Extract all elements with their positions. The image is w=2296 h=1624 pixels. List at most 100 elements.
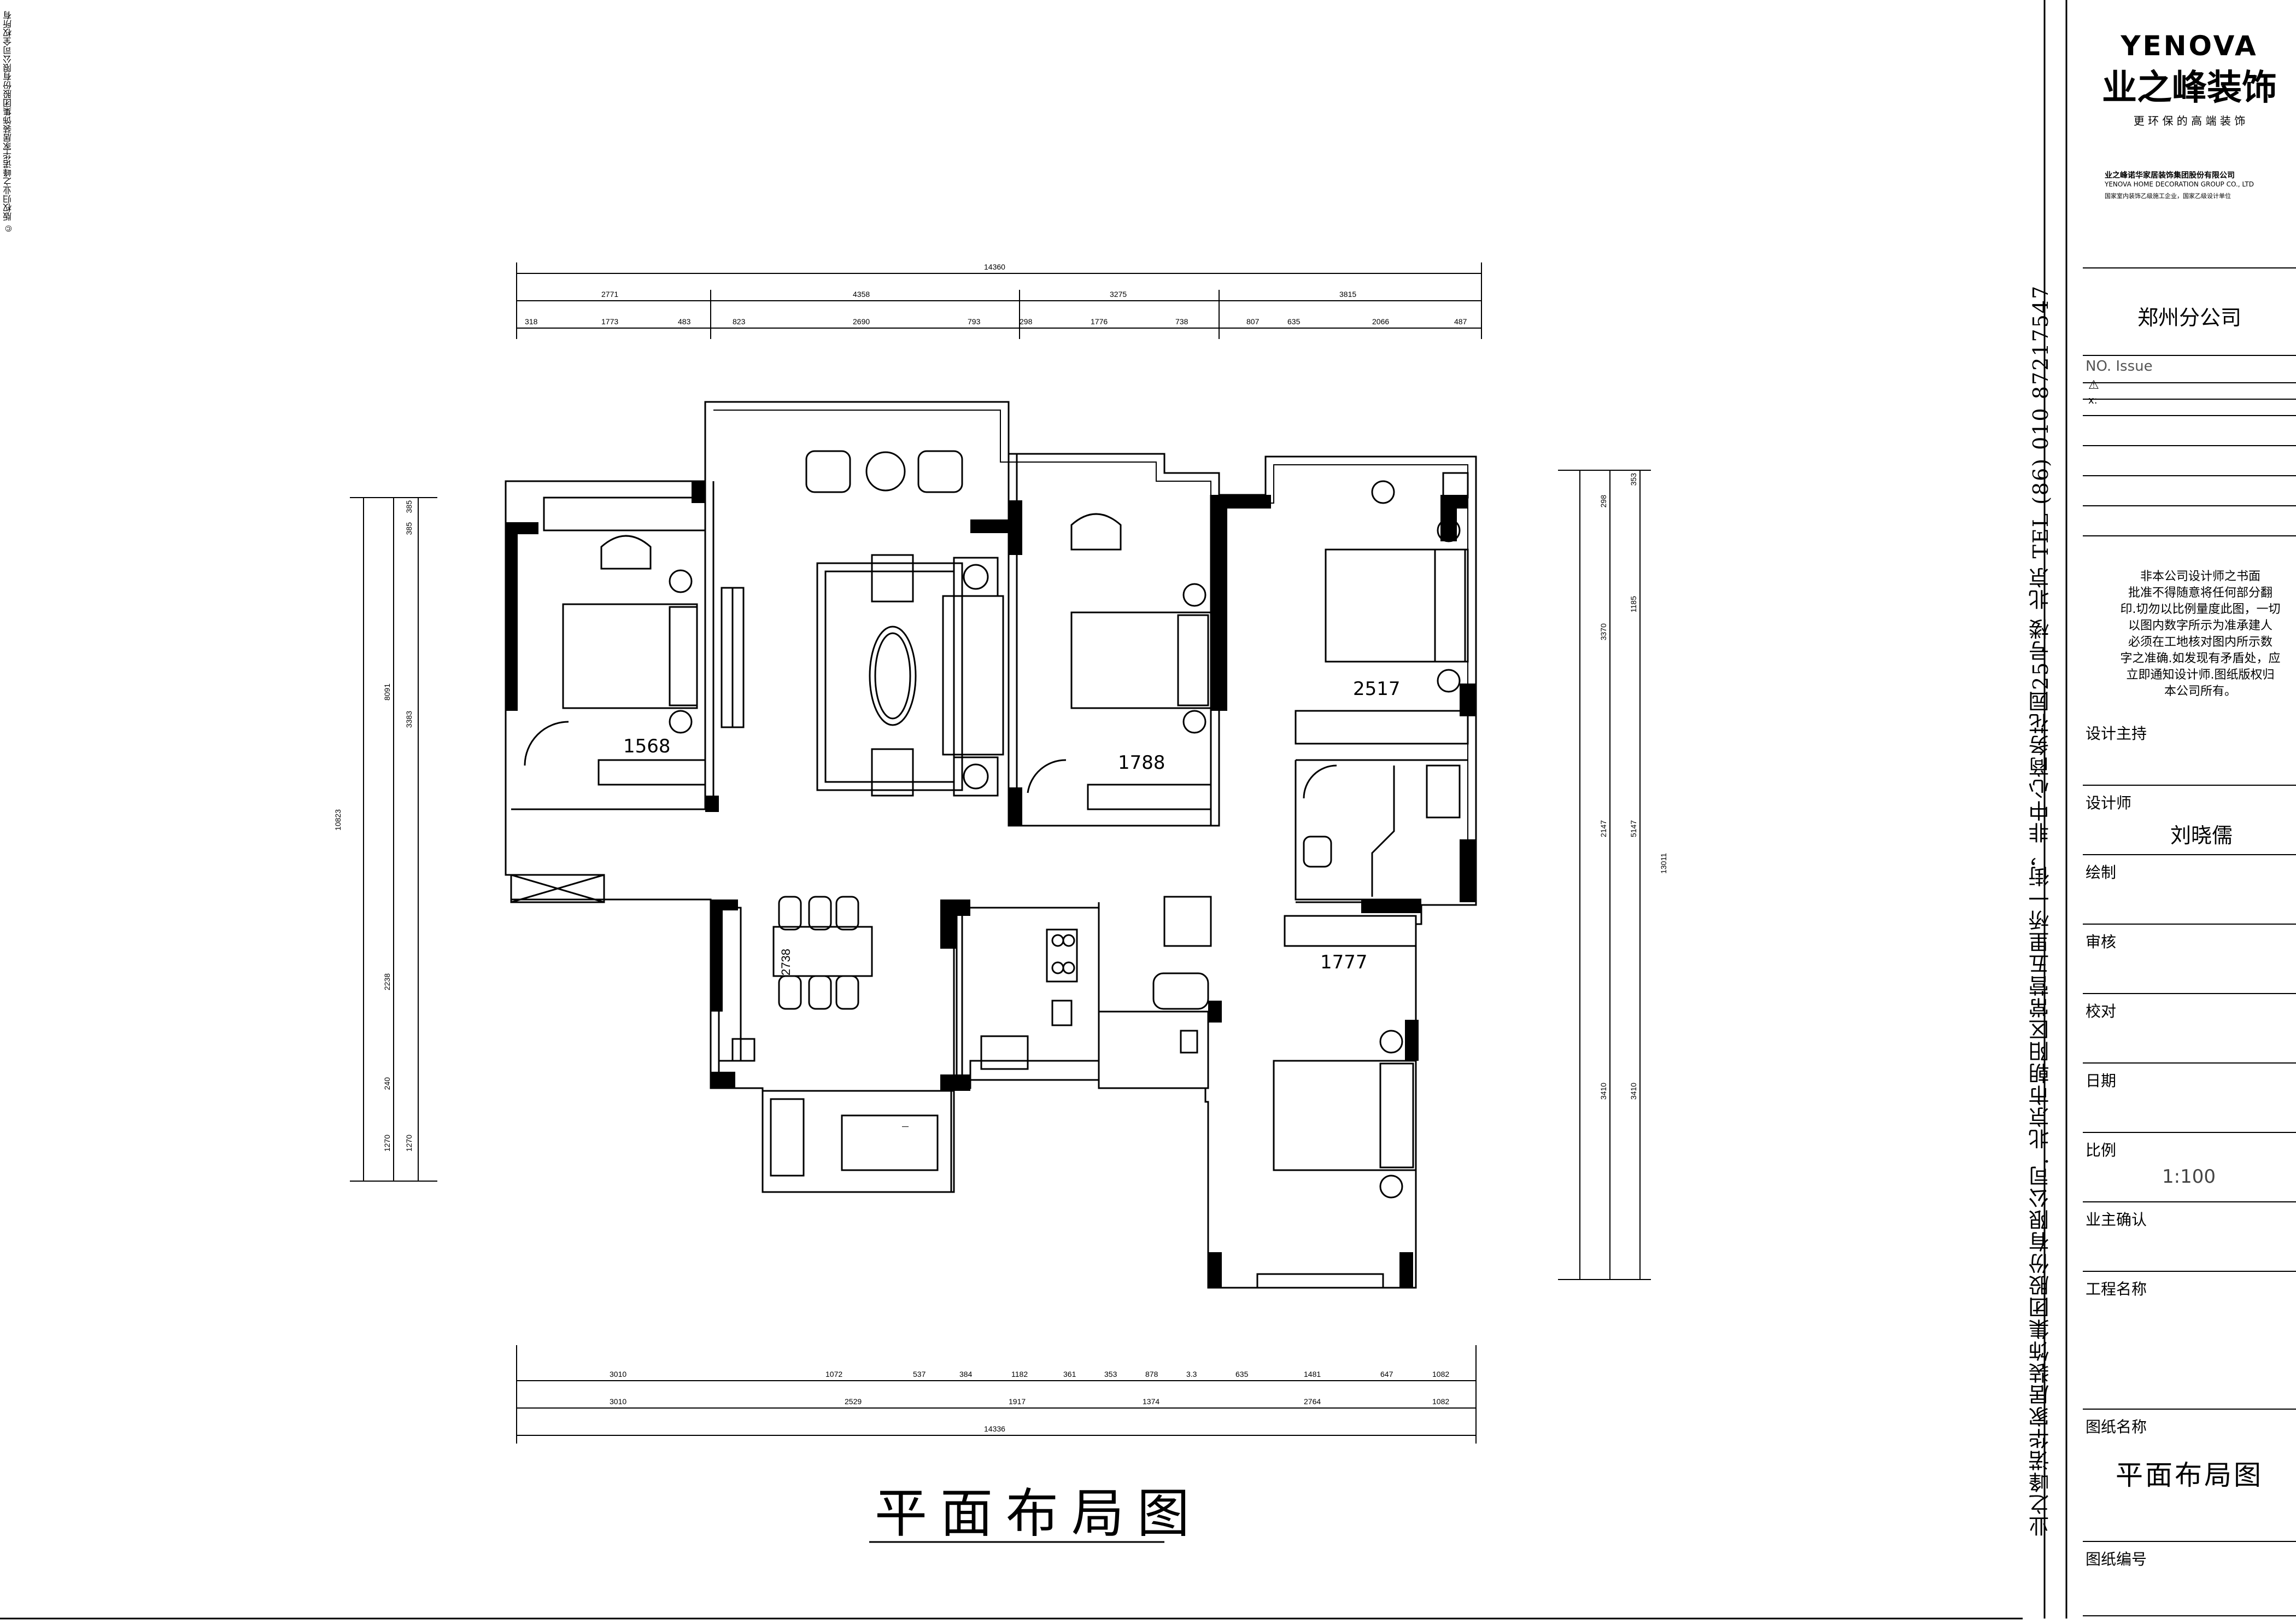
dim-bottom-2: 1917 xyxy=(1009,1397,1026,1406)
dim-top-detail: 807 xyxy=(1246,317,1260,326)
dim-right-mid: 1185 xyxy=(1629,596,1638,613)
field-label: 业主确认 xyxy=(2086,1211,2147,1229)
room-label: 1568 xyxy=(623,735,671,757)
dim-top-mid-3: 3275 xyxy=(1110,290,1127,299)
company-address: 业之峰诺华家居装饰集团股份有限公司. 北京市朝阳区常营五里桥一街，非中心商务花园… xyxy=(2029,284,2053,1537)
dim-bottom-1: 537 xyxy=(913,1370,926,1378)
dim-bottom-1: 1182 xyxy=(1011,1370,1028,1378)
dim-top-detail: 487 xyxy=(1454,317,1467,326)
title-block-fields: 设计主持 设计师 刘晓儒 绘制 审核 校对 日期 比例 1:100 业主确认 工… xyxy=(2083,716,2296,1613)
note-line: 本公司所有。 xyxy=(2164,685,2236,698)
field-design-lead: 设计主持 xyxy=(2083,716,2296,786)
room-label: 1777 xyxy=(1320,951,1368,973)
field-label: 工程名称 xyxy=(2086,1280,2147,1298)
field-value: 平面布局图 xyxy=(2116,1459,2263,1491)
field-drawing-number: 图纸编号 xyxy=(2083,1542,2296,1613)
dim-top-mid-1: 2771 xyxy=(601,290,619,299)
dim-right-detail: 3410 xyxy=(1629,1083,1638,1100)
dim-left-mid: 2238 xyxy=(383,973,391,991)
dim-bottom-total: 14336 xyxy=(984,1424,1005,1433)
dim-left-mid: 8091 xyxy=(383,684,391,701)
room-label: 2517 xyxy=(1353,678,1401,700)
dim-bottom-1: 1072 xyxy=(825,1370,843,1378)
room-label: 1788 xyxy=(1118,752,1165,774)
note-line: 批准不得随意将任何部分翻 xyxy=(2128,586,2272,600)
dim-left-detail: 385 xyxy=(405,522,413,535)
field-label: 图纸名称 xyxy=(2086,1418,2147,1436)
dim-top-detail: 298 xyxy=(1020,317,1033,326)
field-label: 设计师 xyxy=(2086,794,2132,812)
dim-bottom-1: 353 xyxy=(1104,1370,1117,1378)
dim-top-detail: 738 xyxy=(1175,317,1188,326)
company-name-en: YENOVA HOME DECORATION GROUP CO., LTD xyxy=(2105,180,2254,188)
dim-left-detail: 385 xyxy=(405,500,413,513)
note-line: 印.切勿以比例量度此图，一切 xyxy=(2120,603,2281,616)
dim-left-mid: 240 xyxy=(383,1077,391,1090)
dim-top-mid-4: 3815 xyxy=(1339,290,1357,299)
dim-top-detail: 823 xyxy=(733,317,746,326)
dim-bottom-1: 635 xyxy=(1235,1370,1249,1378)
dim-right-mid: 3410 xyxy=(1599,1083,1608,1100)
dim-bottom-1: 647 xyxy=(1380,1370,1393,1378)
dim-bottom-1: 1481 xyxy=(1304,1370,1321,1378)
field-value: 1:100 xyxy=(2162,1166,2216,1188)
brand-logo: YENOVA 业之峰装饰 更 环 保 的 高 端 装 饰 xyxy=(2083,30,2296,128)
room-label: 2738 xyxy=(779,949,793,975)
dim-left-detail: 3383 xyxy=(405,711,413,728)
dim-bottom-2: 1374 xyxy=(1143,1397,1160,1406)
dim-top-total: 14360 xyxy=(984,262,1005,271)
copyright-note: © 版权归业之峰诺华家居装饰集团股份有限公司全权所有 xyxy=(4,11,13,233)
dim-left-mid: 1270 xyxy=(383,1135,391,1152)
dim-top-detail: 2690 xyxy=(853,317,870,326)
dim-bottom-1: 3010 xyxy=(610,1370,627,1378)
field-designer: 设计师 刘晓儒 xyxy=(2083,786,2296,855)
field-label: 图纸编号 xyxy=(2086,1550,2147,1568)
company-name-cn: 业之峰诺华家居装饰集团股份有限公司 xyxy=(2105,171,2235,180)
dim-right-mid: 3370 xyxy=(1599,623,1608,641)
dim-bottom-1: 878 xyxy=(1145,1370,1158,1378)
field-label: 比例 xyxy=(2086,1141,2117,1159)
field-label: 日期 xyxy=(2086,1072,2117,1090)
dim-right-mid: 2147 xyxy=(1599,820,1608,838)
dim-top-detail: 483 xyxy=(678,317,691,326)
field-drawing-name: 图纸名称 平面布局图 xyxy=(2083,1410,2296,1542)
dim-left-detail: 1270 xyxy=(405,1135,413,1152)
field-review: 审核 xyxy=(2083,925,2296,994)
drawing-title: 平面布局图 xyxy=(875,1483,1203,1544)
field-drawn: 绘制 xyxy=(2083,855,2296,925)
field-label: 设计主持 xyxy=(2086,725,2147,743)
dim-bottom-2: 1082 xyxy=(1432,1397,1450,1406)
note-line: 非本公司设计师之书面 xyxy=(2140,570,2260,583)
field-label: 审核 xyxy=(2086,933,2117,951)
dim-bottom-2: 2529 xyxy=(845,1397,862,1406)
warning-icon: ⚠ xyxy=(2088,378,2099,392)
dim-bottom-1: 1082 xyxy=(1432,1370,1450,1378)
dim-top-detail: 1776 xyxy=(1091,317,1108,326)
field-date: 日期 xyxy=(2083,1064,2296,1133)
field-owner-confirm: 业主确认 xyxy=(2083,1202,2296,1272)
field-project-name: 工程名称 xyxy=(2083,1272,2296,1410)
dim-right-outer: 13011 xyxy=(1659,853,1668,874)
dim-bottom-1: 3.3 xyxy=(1186,1370,1197,1378)
dim-right-detail: 5147 xyxy=(1629,820,1638,838)
dim-top-detail: 635 xyxy=(1287,317,1301,326)
dim-top-detail: 2066 xyxy=(1372,317,1390,326)
field-label: 绘制 xyxy=(2086,863,2117,881)
dim-bottom-1: 361 xyxy=(1063,1370,1076,1378)
company-sub: 国家室内装饰乙级施工企业，国家乙级设计单位 xyxy=(2105,192,2231,200)
dim-top-detail: 318 xyxy=(525,317,538,326)
field-value: 刘晓儒 xyxy=(2170,823,2233,848)
dim-right-detail: 353 xyxy=(1629,473,1638,486)
dim-bottom-1: 384 xyxy=(959,1370,973,1378)
field-label: 校对 xyxy=(2086,1002,2117,1020)
field-check: 校对 xyxy=(2083,994,2296,1064)
dim-left-outer: 10823 xyxy=(333,809,342,831)
slogan: 更 环 保 的 高 端 装 饰 xyxy=(2133,114,2246,127)
dim-right-detail: 298 xyxy=(1599,495,1608,508)
disclaimer-notes: 非本公司设计师之书面 批准不得随意将任何部分翻 印.切勿以比例量度此图，一切 以… xyxy=(2110,569,2291,700)
note-line: 字之准确.如发现有矛盾处，应 xyxy=(2120,652,2281,665)
brand-en: YENOVA xyxy=(2121,30,2258,62)
note-line: 立即通知设计师.图纸版权归 xyxy=(2126,668,2275,682)
dim-top-mid-2: 4358 xyxy=(853,290,870,299)
